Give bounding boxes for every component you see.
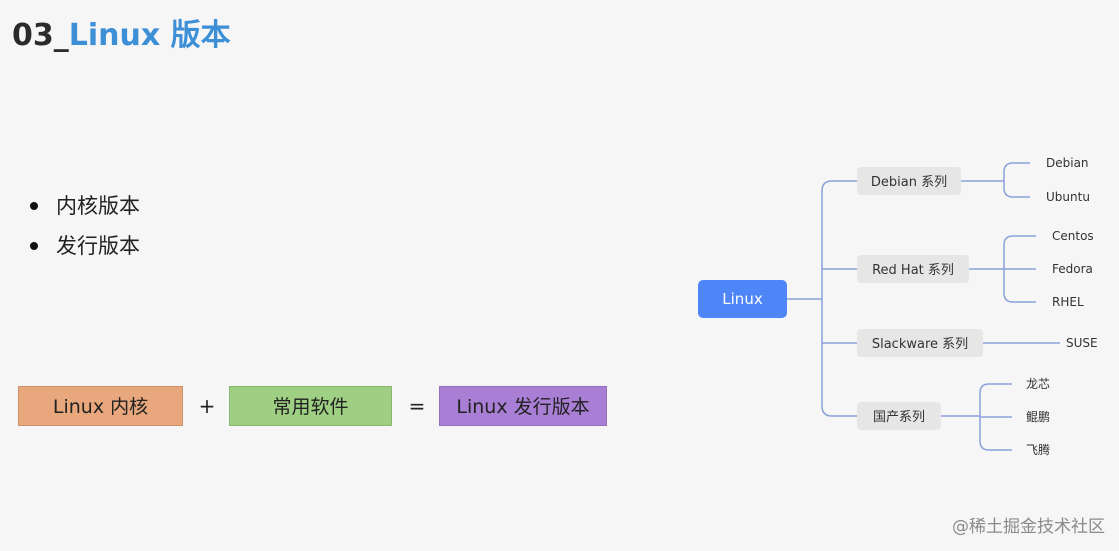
branch-node-label: Red Hat 系列 bbox=[872, 263, 954, 278]
bullet-text: 内核版本 bbox=[56, 194, 140, 218]
bullet-list: 内核版本 发行版本 bbox=[28, 190, 140, 270]
branch-node-label: 国产系列 bbox=[873, 410, 925, 425]
leaf-node-label: Fedora bbox=[1052, 262, 1093, 276]
branch-node bbox=[857, 402, 941, 430]
leaf-node-label: Centos bbox=[1052, 229, 1094, 243]
leaf-node-label: 鲲鹏 bbox=[1026, 410, 1050, 424]
page-title: 03_Linux 版本 bbox=[12, 10, 231, 54]
title-prefix: 03_ bbox=[12, 18, 69, 53]
leaf-node-label: Ubuntu bbox=[1046, 190, 1090, 204]
bullet-dot-icon bbox=[30, 202, 38, 210]
equals-operator: = bbox=[408, 394, 426, 418]
branch-node bbox=[857, 167, 961, 195]
distro-box: Linux 发行版本 bbox=[439, 386, 607, 426]
plus-operator: + bbox=[198, 394, 216, 418]
software-box: 常用软件 bbox=[229, 386, 392, 426]
kernel-box: Linux 内核 bbox=[18, 386, 183, 426]
bullet-text: 发行版本 bbox=[56, 234, 140, 258]
branch-node bbox=[857, 255, 969, 283]
bullet-dot-icon bbox=[30, 242, 38, 250]
branch-node bbox=[857, 329, 983, 357]
leaf-node-label: 飞腾 bbox=[1026, 442, 1050, 457]
root-node bbox=[698, 280, 787, 318]
leaf-node-label: Debian bbox=[1046, 156, 1089, 170]
trunk-line bbox=[821, 180, 857, 417]
branch-node-label: Slackware 系列 bbox=[872, 337, 968, 352]
bullet-item: 内核版本 bbox=[28, 190, 140, 230]
leaf-bracket-line bbox=[1003, 162, 1030, 198]
leaf-node-label: SUSE bbox=[1066, 336, 1098, 350]
leaf-node-label: 龙芯 bbox=[1026, 377, 1050, 391]
root-node-label: Linux bbox=[722, 290, 763, 308]
branch-node-label: Debian 系列 bbox=[871, 175, 947, 190]
bullet-item: 发行版本 bbox=[28, 230, 140, 270]
leaf-node-label: RHEL bbox=[1052, 295, 1084, 309]
title-main: Linux 版本 bbox=[68, 18, 231, 53]
watermark-text: @稀土掘金技术社区 bbox=[952, 517, 1105, 537]
